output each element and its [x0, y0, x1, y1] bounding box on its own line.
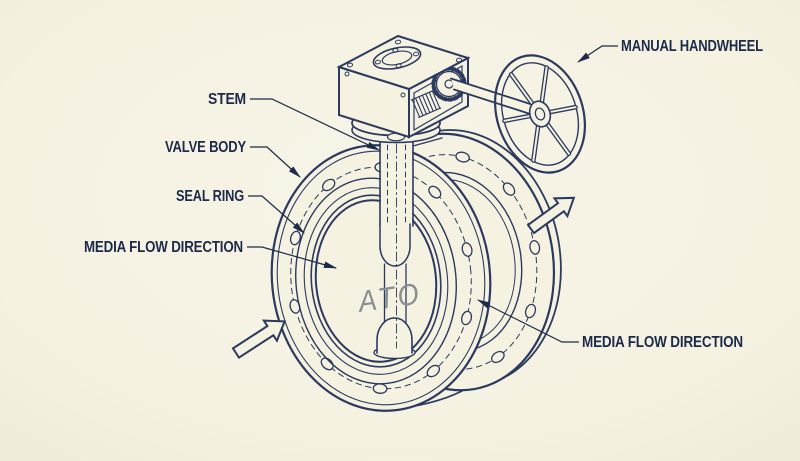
handwheel-hub	[528, 100, 552, 128]
label-seal-ring: SEAL RING	[176, 188, 244, 205]
flow-arrow-right	[526, 196, 576, 235]
gearbox-top-flange	[372, 46, 422, 70]
leader-seal-ring	[248, 195, 305, 234]
labels: STEM VALVE BODY SEAL RING MEDIA FLOW DIR…	[84, 38, 764, 351]
leader-valve-body	[250, 146, 301, 178]
label-valve-body: VALVE BODY	[165, 139, 247, 156]
leader-media-flow-left	[247, 246, 338, 269]
upper-disc-hub	[379, 223, 411, 267]
leader-media-flow-right	[477, 299, 579, 343]
front-bolt-holes	[289, 162, 473, 394]
label-stem: STEM	[208, 91, 246, 108]
lower-disc-hub	[376, 317, 413, 354]
valve-disc-and-stem	[373, 125, 416, 360]
top-face-screws	[344, 39, 463, 98]
label-manual-handwheel: MANUAL HANDWHEEL	[621, 38, 763, 55]
front-bolt-circle	[290, 166, 472, 390]
worm-gear	[410, 90, 442, 118]
label-media-flow-direction-right: MEDIA FLOW DIRECTION	[582, 334, 743, 351]
label-media-flow-direction-left: MEDIA FLOW DIRECTION	[84, 239, 243, 256]
handwheel-rim-outer	[493, 54, 587, 174]
handwheel-hub-hole	[534, 107, 546, 121]
seal-ring-line	[310, 194, 442, 368]
leader-stem	[250, 98, 380, 151]
flow-arrow-left	[231, 319, 287, 359]
leader-lines	[247, 45, 618, 343]
leader-manual-handwheel	[577, 45, 618, 63]
rear-bolt-holes	[455, 151, 541, 364]
handwheel-spokes	[502, 65, 578, 163]
gearbox	[336, 34, 471, 139]
valve-assembly: ATO	[231, 34, 587, 412]
handwheel	[493, 54, 587, 174]
